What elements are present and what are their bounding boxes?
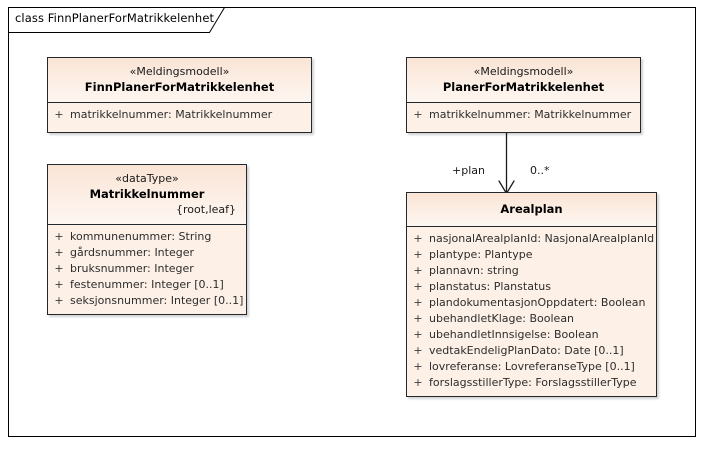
diagram-title: class FinnPlanerForMatrikkelenhet	[15, 11, 215, 25]
attribute-row[interactable]: + ubehandletKlage: Boolean	[407, 311, 656, 327]
attribute-text: gårdsnummer: Integer	[70, 246, 195, 259]
attribute-visibility: +	[413, 108, 423, 121]
attribute-row[interactable]: + plannavn: string	[407, 263, 656, 279]
class-attributes: + nasjonalArealplanId: NasjonalArealplan…	[407, 227, 656, 396]
class-attributes: + matrikkelnummer: Matrikkelnummer	[48, 103, 311, 132]
attribute-text: festenummer: Integer [0..1]	[70, 278, 224, 291]
class-stereotype: «dataType»	[115, 172, 179, 185]
attribute-text: lovreferanse: LovreferanseType [0..1]	[429, 360, 635, 373]
attribute-row[interactable]: + plandokumentasjonOppdatert: Boolean	[407, 295, 656, 311]
attribute-visibility: +	[413, 280, 423, 293]
class-stereotype: «Meldingsmodell»	[129, 65, 230, 78]
attribute-text: kommunenummer: String	[70, 230, 212, 243]
attribute-text: seksjonsnummer: Integer [0..1]	[70, 294, 244, 307]
attribute-text: bruksnummer: Integer	[70, 262, 194, 275]
class-name: FinnPlanerForMatrikkelenhet	[84, 80, 275, 94]
class-attributes: + kommunenummer: String + gårdsnummer: I…	[48, 225, 246, 314]
attribute-visibility: +	[413, 376, 423, 389]
attribute-row[interactable]: + seksjonsnummer: Integer [0..1]	[48, 293, 246, 309]
attribute-row[interactable]: + lovreferanse: LovreferanseType [0..1]	[407, 359, 656, 375]
attribute-visibility: +	[413, 296, 423, 309]
attribute-row[interactable]: + matrikkelnummer: Matrikkelnummer	[48, 107, 311, 123]
attribute-row[interactable]: + kommunenummer: String	[48, 229, 246, 245]
attribute-visibility: +	[413, 344, 423, 357]
attribute-visibility: +	[413, 328, 423, 341]
attribute-text: vedtakEndeligPlanDato: Date [0..1]	[429, 344, 624, 357]
attribute-row[interactable]: + bruksnummer: Integer	[48, 261, 246, 277]
attribute-text: nasjonalArealplanId: NasjonalArealplanId	[429, 232, 655, 245]
attribute-row[interactable]: + planstatus: Planstatus	[407, 279, 656, 295]
attribute-text: ubehandletKlage: Boolean	[429, 312, 575, 325]
class-name: Arealplan	[500, 202, 563, 216]
attribute-row[interactable]: + ubehandletInnsigelse: Boolean	[407, 327, 656, 343]
attribute-row[interactable]: + festenummer: Integer [0..1]	[48, 277, 246, 293]
attribute-text: ubehandletInnsigelse: Boolean	[429, 328, 599, 341]
attribute-visibility: +	[54, 108, 64, 121]
attribute-text: plantype: Plantype	[429, 248, 533, 261]
class-box-arealplan[interactable]: Arealplan + nasjonalArealplanId: Nasjona…	[406, 192, 657, 397]
attribute-text: matrikkelnummer: Matrikkelnummer	[70, 108, 273, 121]
attribute-row[interactable]: + matrikkelnummer: Matrikkelnummer	[407, 107, 640, 123]
attribute-visibility: +	[413, 312, 423, 325]
attribute-row[interactable]: + gårdsnummer: Integer	[48, 245, 246, 261]
attribute-visibility: +	[413, 360, 423, 373]
diagram-frame	[8, 7, 696, 437]
attribute-visibility: +	[413, 248, 423, 261]
association-role-label: +plan	[452, 164, 485, 177]
class-box-matrikkelnummer[interactable]: «dataType» Matrikkelnummer {root,leaf} +…	[47, 164, 247, 315]
class-header: Arealplan	[407, 193, 656, 227]
attribute-row[interactable]: + vedtakEndeligPlanDato: Date [0..1]	[407, 343, 656, 359]
attribute-visibility: +	[413, 232, 423, 245]
attribute-text: forslagsstillerType: ForslagsstillerType	[429, 376, 637, 389]
class-box-planer-for-matrikkelenhet[interactable]: «Meldingsmodell» PlanerForMatrikkelenhet…	[406, 57, 641, 133]
attribute-visibility: +	[54, 262, 64, 275]
attribute-visibility: +	[54, 278, 64, 291]
attribute-text: matrikkelnummer: Matrikkelnummer	[429, 108, 632, 121]
class-attributes: + matrikkelnummer: Matrikkelnummer	[407, 103, 640, 132]
class-header: «Meldingsmodell» FinnPlanerForMatrikkele…	[48, 58, 311, 103]
attribute-text: plannavn: string	[429, 264, 519, 277]
attribute-row[interactable]: + forslagsstillerType: ForslagsstillerTy…	[407, 375, 656, 391]
attribute-visibility: +	[54, 230, 64, 243]
class-box-finn-planer-for-matrikkelenhet[interactable]: «Meldingsmodell» FinnPlanerForMatrikkele…	[47, 57, 312, 133]
attribute-row[interactable]: + plantype: Plantype	[407, 247, 656, 263]
class-stereotype: «Meldingsmodell»	[473, 65, 574, 78]
class-properties: {root,leaf}	[176, 203, 236, 216]
class-name: Matrikkelnummer	[89, 187, 205, 201]
attribute-text: planstatus: Planstatus	[429, 280, 551, 293]
attribute-visibility: +	[413, 264, 423, 277]
class-header: «Meldingsmodell» PlanerForMatrikkelenhet	[407, 58, 640, 103]
class-name: PlanerForMatrikkelenhet	[442, 80, 605, 94]
attribute-visibility: +	[54, 246, 64, 259]
attribute-visibility: +	[54, 294, 64, 307]
class-header: «dataType» Matrikkelnummer {root,leaf}	[48, 165, 246, 225]
association-multiplicity-label: 0..*	[530, 164, 550, 177]
attribute-row[interactable]: + nasjonalArealplanId: NasjonalArealplan…	[407, 231, 656, 247]
attribute-text: plandokumentasjonOppdatert: Boolean	[429, 296, 646, 309]
